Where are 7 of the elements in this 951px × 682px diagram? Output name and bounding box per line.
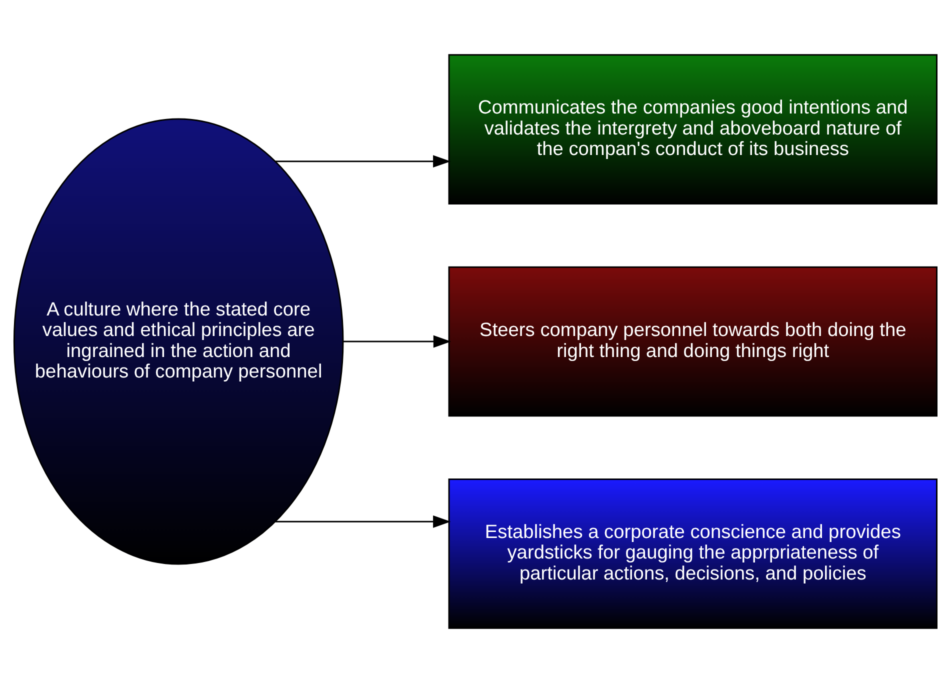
arrow <box>275 154 451 168</box>
node-box: Communicates the companies good intentions and validates the intergrety and aboveboard nature of the compan's conduct of its business <box>448 54 938 204</box>
node-box: Establishes a corporate conscience and provides yardsticks for gauging the apprpriateness of particular actions, decisions, and policies <box>448 478 938 628</box>
node-ellipse: A culture where the stated core values and ethical principles are ingrained in the action and behaviours of company personnel <box>13 118 344 564</box>
arrow <box>275 514 451 528</box>
arrow <box>343 334 452 348</box>
node-box: Steers company personnel towards both doing the right thing and doing things right <box>448 266 938 416</box>
